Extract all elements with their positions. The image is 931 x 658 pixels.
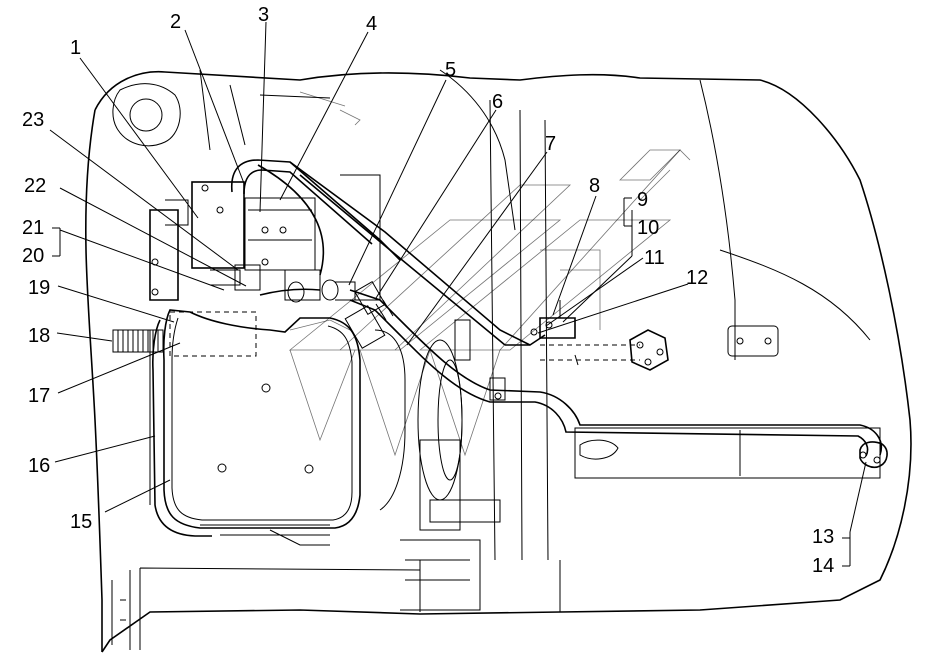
- callout-13: 13: [812, 526, 834, 548]
- right-bracket: [530, 300, 640, 366]
- callout-20: 20: [22, 245, 44, 267]
- callout-18: 18: [28, 325, 50, 347]
- fuel-lines: [231, 159, 882, 457]
- callout-17: 17: [28, 385, 50, 407]
- callout-1: 1: [70, 37, 81, 59]
- callout-23: 23: [22, 109, 44, 131]
- callout-22: 22: [24, 175, 46, 197]
- callout-2: 2: [170, 11, 181, 33]
- fuel-tank: [162, 309, 361, 546]
- callout-12: 12: [686, 267, 708, 289]
- callout-10: 10: [637, 217, 659, 239]
- callout-14: 14: [812, 555, 834, 577]
- callout-7: 7: [545, 133, 556, 155]
- filler-flange: [859, 441, 888, 469]
- callout-5: 5: [445, 59, 456, 81]
- leader-lines: [49, 21, 867, 567]
- callout-8: 8: [589, 175, 600, 197]
- callout-19: 19: [28, 277, 50, 299]
- callout-6: 6: [492, 91, 503, 113]
- machine-outline: [85, 69, 912, 653]
- callout-11: 11: [644, 247, 665, 269]
- left-bracket: [149, 199, 189, 301]
- callout-9: 9: [637, 189, 648, 211]
- hose-sleeve: [112, 329, 164, 353]
- callout-4: 4: [366, 13, 377, 35]
- valve-assembly: [191, 181, 356, 303]
- callout-21: 21: [22, 217, 44, 239]
- mount-plate: [629, 329, 669, 371]
- callout-16: 16: [28, 455, 50, 477]
- watermark-logo: [288, 149, 691, 457]
- callout-numbers: 1 2 3 4 5 6 7 8 9 10 11 12 13 14 15 16 1…: [22, 4, 834, 577]
- callout-15: 15: [70, 511, 92, 533]
- callout-3: 3: [258, 4, 269, 26]
